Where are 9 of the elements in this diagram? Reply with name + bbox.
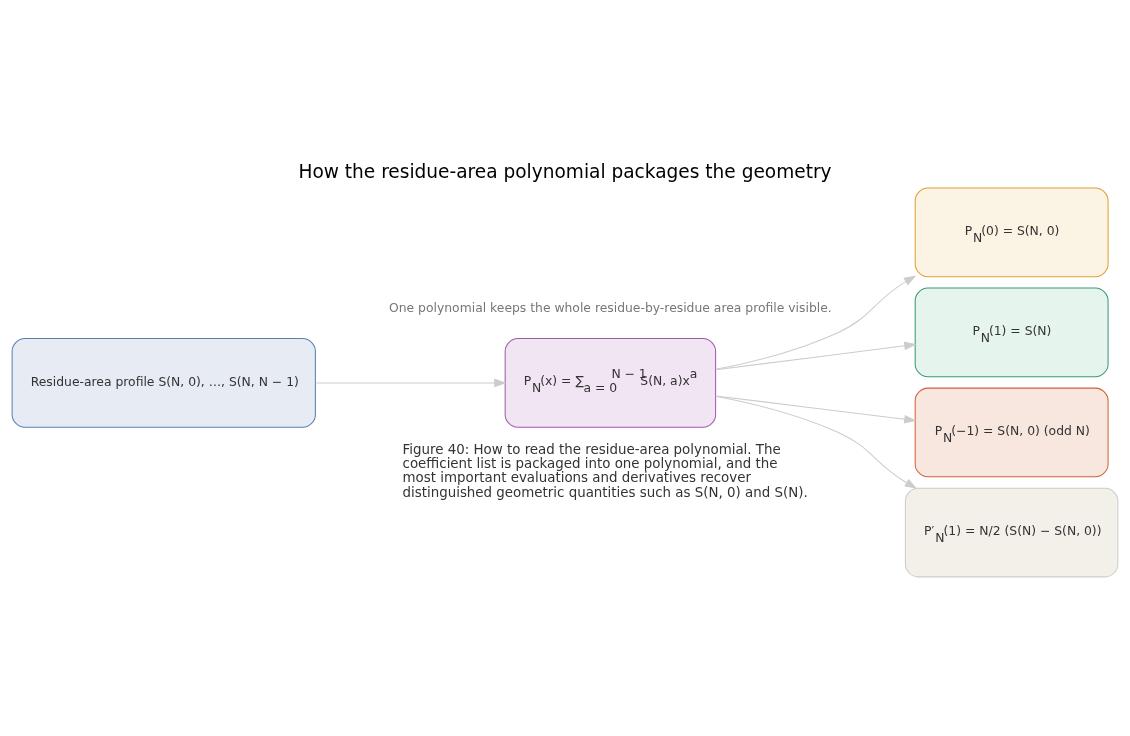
arrow [315,378,507,388]
label: One polynomial keeps the whole residue-by-residue area profile visible. [389,300,832,315]
node-box: Residue-area profile S(N, 0), …, S(N, N − 1) [11,338,316,428]
arrow [715,341,917,371]
arrow [715,395,917,424]
diagram-title: How the residue-area polynomial packages the geometry [298,161,832,183]
arrow [715,275,917,370]
arrow [715,395,918,489]
caption: Figure 40: How to read the residue-area polynomial. The coefficient list is packaged into one polynomial, and the most important evaluations and derivatives recover distinguished geometric quantities such as S(N, 0) and S(N). [402,441,808,500]
